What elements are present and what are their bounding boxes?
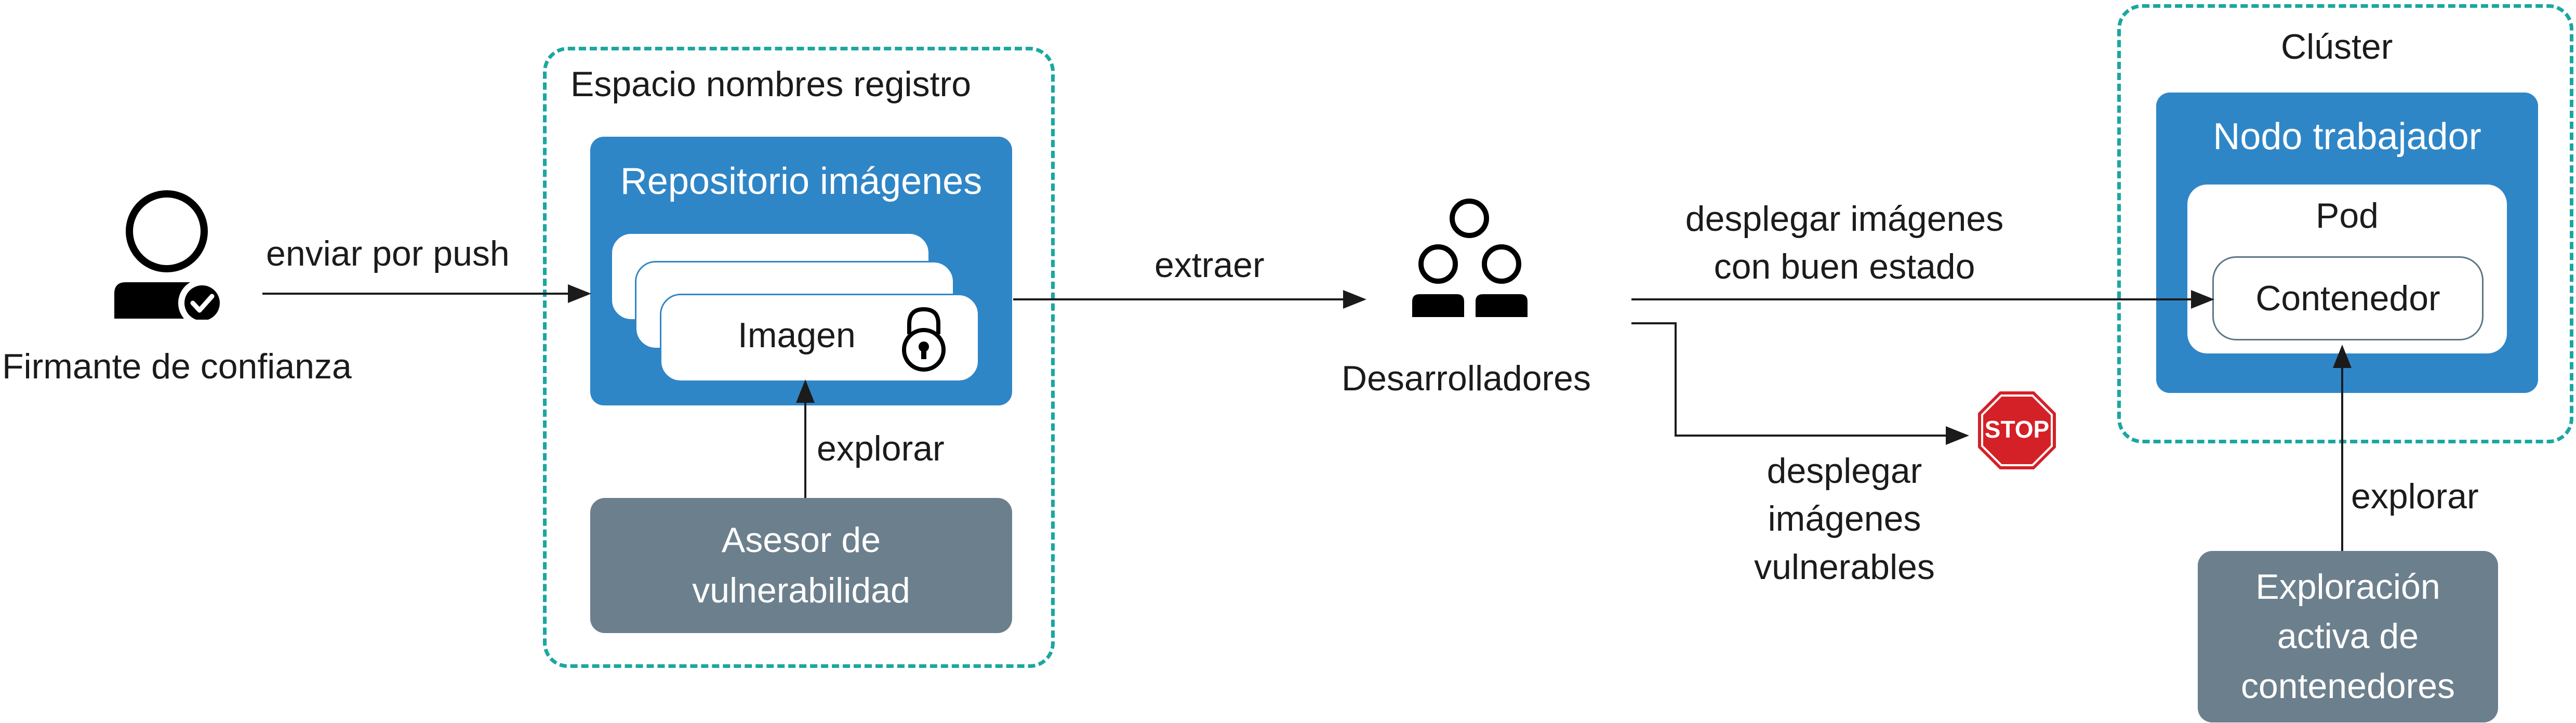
deploy-healthy-label: desplegar imágenes con buen estado	[1642, 195, 2047, 291]
stop-sign-text: STOP	[1985, 416, 2049, 443]
cluster-scan-label: explorar	[2351, 477, 2479, 516]
developers-group-icon	[1403, 198, 1538, 322]
deploy-vulnerable-line-3: vulnerables	[1754, 547, 1935, 587]
active-scan-line-1: Exploración	[2255, 567, 2440, 607]
cluster-boundary	[2117, 4, 2573, 443]
registry-scan-arrowhead	[796, 379, 815, 403]
image-repository-label: Repositorio imágenes	[620, 161, 982, 202]
registry-namespace-boundary	[543, 47, 1055, 668]
registry-namespace-label: Espacio nombres registro	[570, 64, 972, 104]
deploy-healthy-line-1: desplegar imágenes	[1685, 199, 2004, 239]
signer-label: Firmante de confianza	[2, 347, 352, 386]
image-label: Imagen	[738, 316, 856, 355]
container-label: Contenedor	[2255, 279, 2440, 318]
push-arrowhead	[568, 284, 591, 303]
push-label: enviar por push	[266, 234, 510, 273]
deploy-vulnerable-line-2: imágenes	[1768, 499, 1921, 539]
active-container-scanning: Exploración activa de contenedores	[2198, 551, 2498, 722]
lock-icon	[898, 304, 950, 372]
active-scan-line-2: activa de	[2277, 616, 2419, 656]
stop-sign-icon: STOP	[1975, 389, 2059, 472]
registry-scan-label: explorar	[817, 429, 945, 468]
verified-user-icon	[107, 190, 226, 327]
worker-node-label: Nodo trabajador	[2213, 116, 2481, 157]
developers-label: Desarrolladores	[1342, 359, 1591, 398]
pull-label: extraer	[1154, 245, 1265, 285]
deploy-vulnerable-label: desplegar imágenes vulnerables	[1699, 447, 1990, 591]
assessor-line-2: vulnerabilidad	[692, 571, 910, 610]
cluster-scan-arrowhead	[2333, 345, 2352, 368]
vulnerability-assessor: Asesor de vulnerabilidad	[590, 498, 1012, 633]
deploy-vulnerable-arrowhead	[1946, 426, 1969, 445]
assessor-line-1: Asesor de	[721, 520, 881, 560]
pod-label: Pod	[2316, 196, 2379, 235]
deploy-vulnerable-arrow	[1631, 322, 1946, 437]
deploy-healthy-line-2: con buen estado	[1714, 247, 1975, 287]
deploy-healthy-arrowhead	[2191, 290, 2214, 309]
container: Contenedor	[2212, 256, 2484, 340]
active-scan-line-3: contenedores	[2240, 666, 2455, 706]
cluster-label: Clúster	[2281, 27, 2393, 67]
deploy-vulnerable-line-1: desplegar	[1767, 451, 1922, 491]
pull-arrowhead	[1343, 290, 1366, 309]
